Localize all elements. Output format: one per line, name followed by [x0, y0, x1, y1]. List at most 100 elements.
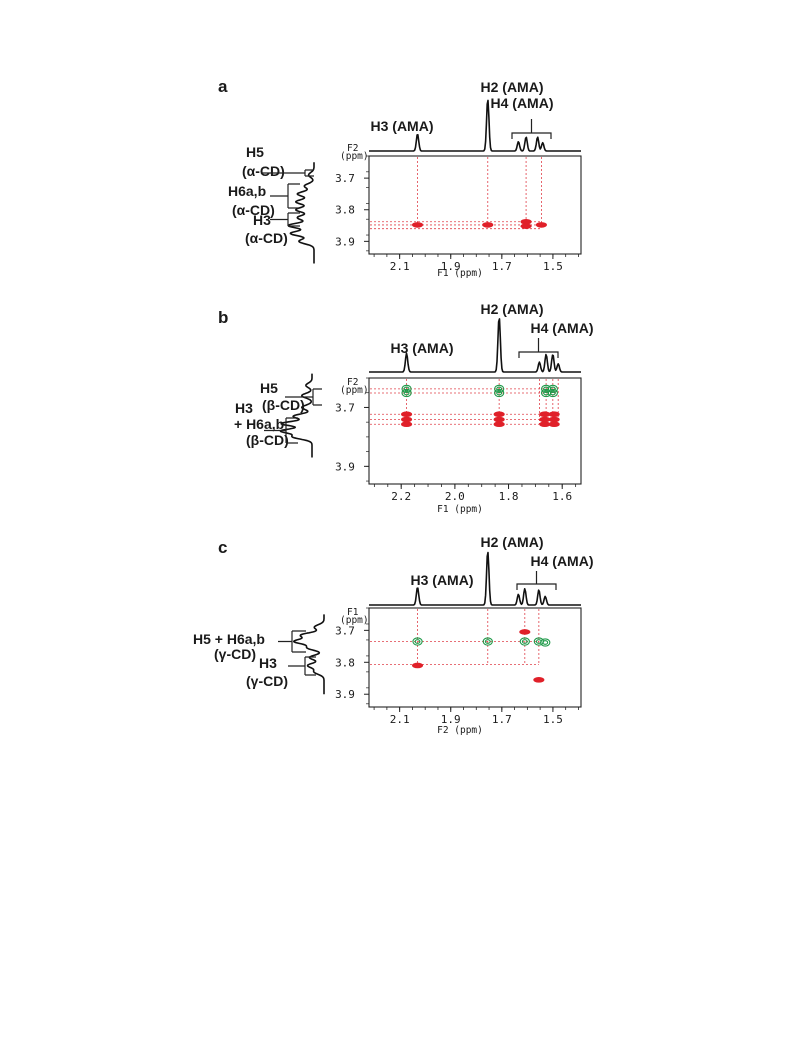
panel-c: c 2.1 1.9 1.7 1.5 F2 (ppm) 3.7 3.8 3.9 F1(ppm) H2 … — [193, 534, 594, 736]
side-peak-label: + H6a,b — [234, 416, 284, 432]
h2-ama-label: H2 (AMA) — [481, 534, 544, 550]
cross-peak-positive — [547, 388, 558, 398]
cross-peaks — [411, 629, 551, 683]
x-axis: 2.1 1.9 1.7 1.5 F2 (ppm) — [373, 707, 579, 736]
top-projection-spectrum — [369, 551, 581, 606]
contour-outer — [494, 384, 505, 394]
x-tick-label: 1.5 — [543, 713, 563, 726]
y-tick-label: 3.7 — [335, 624, 355, 637]
cross-peaks — [400, 384, 560, 428]
cross-peak-negative — [400, 421, 413, 428]
h4-bracket — [511, 119, 552, 139]
contour-inner — [496, 390, 503, 396]
cross-peak-positive — [482, 637, 493, 646]
cross-peak-negative — [400, 416, 413, 423]
plot-frame — [368, 155, 582, 255]
cross-peak-negative — [535, 222, 548, 228]
side-projection-spectrum — [279, 373, 313, 458]
x-axis-label: F2 (ppm) — [437, 725, 483, 736]
y-axis-label: F1 — [347, 607, 359, 618]
side-peak-label: H5 + H6a,b — [193, 631, 265, 647]
x-tick-label: 1.8 — [499, 490, 519, 503]
y-tick-label: 3.7 — [335, 401, 355, 414]
h3-ama-label: H3 (AMA) — [391, 340, 454, 356]
cross-peak-negative — [548, 421, 560, 428]
h2-ama-label: H2 (AMA) — [481, 301, 544, 317]
side-peak-label: (γ-CD) — [246, 673, 288, 689]
contour-inner — [549, 390, 556, 396]
y-axis: 3.7 3.8 3.9 F1(ppm) — [335, 607, 369, 705]
h4-ama-label: H4 (AMA) — [491, 95, 554, 111]
cross-peak-negative — [539, 416, 551, 423]
side-projection-spectrum — [293, 614, 325, 695]
y-axis-unit: (ppm) — [340, 615, 369, 626]
y-axis-unit: (ppm) — [340, 385, 369, 396]
correlation-guides — [370, 379, 559, 425]
panel-letter: c — [218, 538, 227, 557]
side-peak-label: H3 — [259, 655, 277, 671]
contour-outer — [412, 637, 423, 646]
contour-inner — [403, 390, 410, 396]
x-tick-label: 1.9 — [441, 713, 461, 726]
cross-peak-positive — [494, 388, 505, 398]
side-peak-label: (β-CD) — [262, 397, 305, 413]
contour-outer — [401, 388, 412, 398]
h3-ama-label: H3 (AMA) — [371, 118, 434, 134]
x-axis-label: F1 (ppm) — [437, 268, 483, 279]
side-peak-label: (α-CD) — [245, 230, 288, 246]
plot-frame — [368, 607, 582, 708]
panel-letter: b — [218, 308, 228, 327]
contour-outer — [547, 388, 558, 398]
side-bracket — [278, 630, 306, 653]
y-tick-label: 3.8 — [335, 656, 355, 669]
cross-peak-negative — [548, 411, 560, 418]
x-tick-label: 1.7 — [492, 713, 512, 726]
x-tick-label: 2.2 — [391, 490, 411, 503]
h4-bracket — [516, 571, 557, 590]
side-peak-label: (α-CD) — [242, 163, 285, 179]
top-projection-spectrum — [369, 318, 581, 373]
side-peak-label: H5 — [260, 380, 278, 396]
correlation-guides — [370, 609, 540, 665]
h2-ama-label: H2 (AMA) — [481, 79, 544, 95]
side-bracket — [262, 169, 314, 177]
h3-ama-label: H3 (AMA) — [411, 572, 474, 588]
x-tick-label: 1.5 — [543, 260, 563, 273]
cross-peak-negative — [493, 416, 505, 423]
y-axis-label: F2 — [347, 143, 358, 154]
x-tick-label: 2.1 — [390, 713, 410, 726]
y-axis: 3.7 3.8 3.9 F2(ppm) — [335, 143, 369, 252]
cross-peak-negative — [520, 223, 532, 229]
y-tick-label: 3.7 — [335, 172, 355, 185]
contour-outer — [540, 638, 551, 647]
contour-outer — [494, 388, 505, 398]
y-tick-label: 3.8 — [335, 204, 355, 217]
h4-ama-label: H4 (AMA) — [531, 320, 594, 336]
cross-peak-positive — [519, 637, 530, 646]
cross-peak-negative — [482, 222, 494, 228]
x-tick-label: 1.9 — [441, 260, 461, 273]
y-axis: 3.73.9F2(ppm) — [335, 377, 369, 482]
y-axis-unit: (ppm) — [340, 151, 369, 162]
cross-peak-negative — [539, 411, 551, 418]
y-tick-label: 3.9 — [335, 688, 355, 701]
contour-outer — [547, 384, 558, 394]
x-tick-label: 2.0 — [445, 490, 465, 503]
cross-peak-negative — [411, 662, 424, 669]
cross-peak-negative — [539, 421, 551, 428]
cross-peak-negative — [400, 411, 413, 418]
side-peak-label: H3 — [235, 400, 253, 416]
side-bracket — [264, 417, 298, 444]
cross-peaks — [411, 218, 548, 229]
side-bracket — [270, 183, 300, 209]
y-tick-label: 3.9 — [335, 235, 355, 248]
side-peak-label: (α-CD) — [232, 202, 275, 218]
cross-peak-positive — [540, 638, 551, 647]
x-tick-label: 1.6 — [552, 490, 572, 503]
cross-peak-negative — [520, 218, 532, 225]
h4-ama-label: H4 (AMA) — [531, 553, 594, 569]
